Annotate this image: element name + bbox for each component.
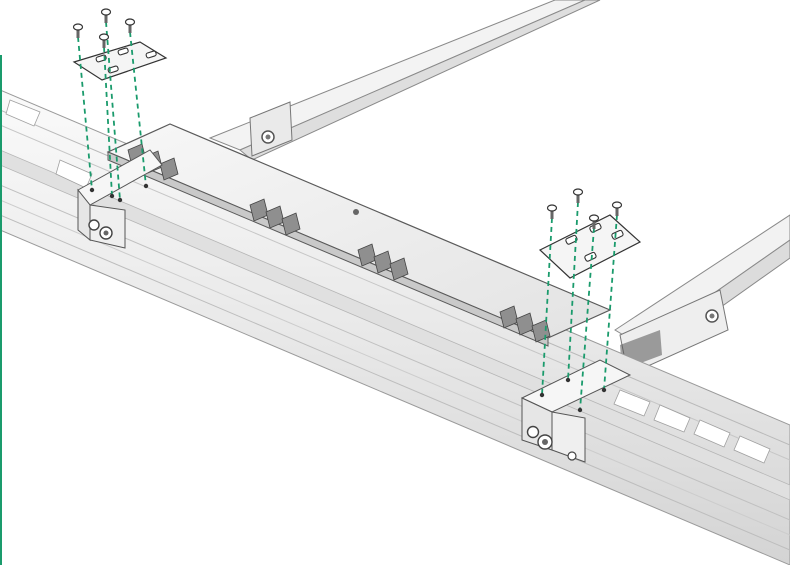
left-accent-bar	[0, 55, 2, 565]
screw-hole	[143, 183, 149, 189]
alignment-guide-line	[129, 31, 147, 187]
screw-hole	[601, 387, 607, 393]
right-frame-rail	[614, 214, 790, 376]
mounting-plate-right	[538, 214, 642, 279]
upper-frame-rail	[208, 0, 601, 161]
louver-slot	[159, 157, 179, 181]
screw-icon	[98, 33, 110, 48]
screw-hole	[117, 197, 123, 203]
screw-hole	[109, 193, 115, 199]
louver-slot	[389, 257, 409, 281]
screw-group	[72, 8, 623, 229]
alignment-guides	[77, 21, 618, 413]
screw-icon	[100, 8, 112, 23]
hinge-bracket-right	[520, 359, 632, 463]
screw-hole	[89, 187, 95, 193]
alignment-guide-line	[603, 214, 618, 391]
alignment-guide-line	[105, 21, 121, 201]
mounting-plate-left	[72, 41, 168, 81]
screw-icon	[546, 204, 558, 219]
screw-hole	[577, 407, 583, 413]
alignment-guide-line	[541, 217, 553, 396]
screw-icon	[572, 188, 584, 203]
alignment-guide-line	[567, 201, 579, 381]
alignment-guide-line	[103, 46, 113, 197]
louver-slot	[281, 212, 301, 236]
screw-icon	[124, 18, 136, 33]
screw-hole	[565, 377, 571, 383]
screw-hole	[539, 392, 545, 398]
main-rail	[0, 89, 790, 565]
screw-icon	[588, 214, 600, 229]
screw-icon	[72, 23, 84, 38]
hinge-bracket-left	[77, 149, 163, 249]
alignment-guide-line	[77, 36, 93, 191]
alignment-guide-line	[579, 227, 595, 411]
screw-icon	[611, 201, 623, 216]
